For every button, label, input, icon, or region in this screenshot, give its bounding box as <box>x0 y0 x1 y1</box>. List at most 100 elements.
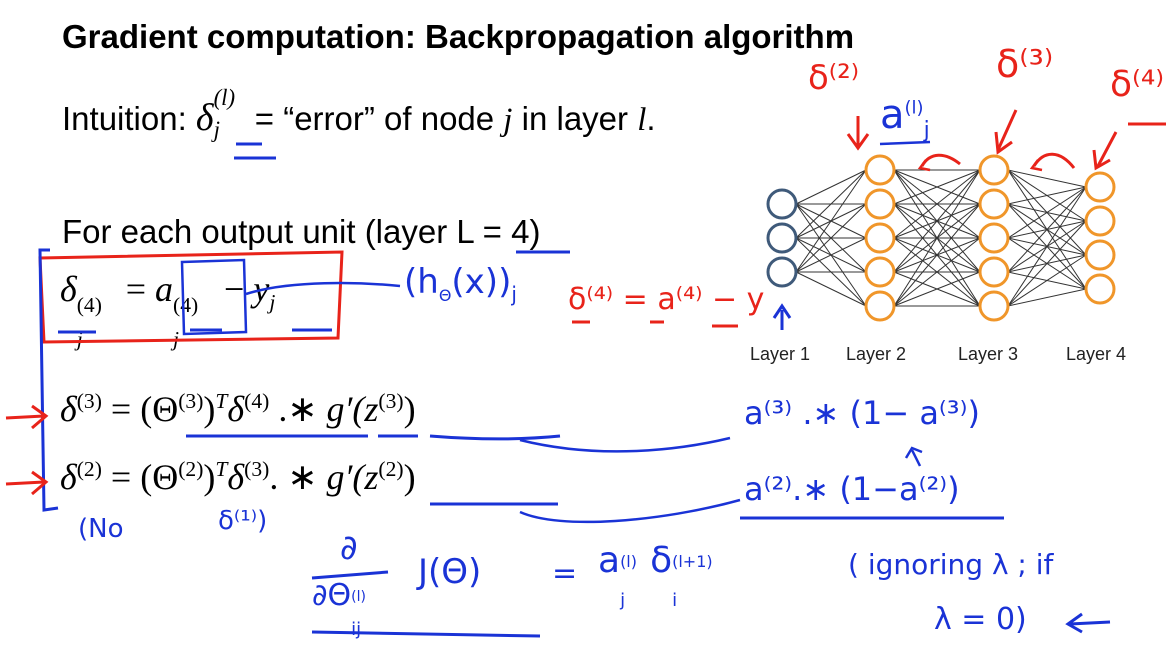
hand-blue-partial-numerator: ∂ <box>340 528 358 568</box>
network-node-layer3-unit4 <box>978 256 1010 288</box>
hand-blue-activation: a(l)j <box>880 92 930 143</box>
network-node-layer2-unit3 <box>864 222 896 254</box>
network-edge-3-3-2 <box>1007 220 1087 239</box>
network-edge-3-4-2 <box>1007 220 1087 273</box>
network-node-layer3-unit3 <box>978 222 1010 254</box>
hand-red-delta4: δ⁽⁴⁾ <box>1110 64 1165 105</box>
intuition-delta-symbol: δ(l)j <box>195 85 236 142</box>
network-edge-3-2-2 <box>1007 203 1087 222</box>
network-edge-1-1-1 <box>795 169 867 205</box>
network-edge-3-4-3 <box>1007 254 1087 273</box>
hand-blue-lambda-zero: λ = 0) <box>934 602 1027 637</box>
network-node-layer4-unit1 <box>1084 171 1116 203</box>
network-edge-1-2-4 <box>795 237 867 273</box>
network-edge-3-3-1 <box>1007 186 1087 239</box>
hand-red-delta3: δ⁽³⁾ <box>996 42 1054 86</box>
network-edge-1-2-1 <box>795 169 867 239</box>
network-edge-3-1-2 <box>1007 169 1087 222</box>
network-edge-3-5-3 <box>1007 254 1087 307</box>
network-node-layer4-unit2 <box>1084 205 1116 237</box>
network-edge-2-2-5 <box>893 203 981 307</box>
hand-blue-a2-derivative: a⁽²⁾.∗ (1−a⁽²⁾) <box>744 470 960 508</box>
network-edge-3-1-4 <box>1007 169 1087 290</box>
network-edge-2-2-3 <box>893 203 981 239</box>
network-edge-1-1-5 <box>795 203 867 307</box>
hand-red-output-error: δ⁽⁴⁾ = a⁽⁴⁾ − y <box>568 282 765 317</box>
hand-blue-equals: = <box>552 556 578 591</box>
equation-delta2: δ(2) = (Θ(2))Tδ(3). ∗ g′(z(2)) <box>60 457 416 497</box>
output-unit-line: For each output unit (layer L = 4) <box>62 213 541 250</box>
network-edge-2-5-2 <box>893 203 981 307</box>
network-node-layer2-unit1 <box>864 154 896 186</box>
network-edge-1-3-3 <box>795 237 867 273</box>
network-edge-2-4-1 <box>893 169 981 273</box>
network-edge-2-3-1 <box>893 169 981 239</box>
network-edge-3-4-1 <box>1007 186 1087 273</box>
network-edge-2-1-3 <box>893 169 981 239</box>
network-edge-2-4-2 <box>893 203 981 273</box>
network-edge-2-3-4 <box>893 237 981 273</box>
network-edge-1-3-1 <box>795 169 867 273</box>
network-edge-2-5-3 <box>893 237 981 307</box>
network-node-layer4-unit3 <box>1084 239 1116 271</box>
network-edge-3-2-1 <box>1007 186 1087 205</box>
network-edge-2-1-5 <box>893 169 981 307</box>
layer-label-2: Layer 2 <box>846 344 907 364</box>
network-edge-2-1-2 <box>893 169 981 205</box>
network-node-layer2-unit2 <box>864 188 896 220</box>
network-edge-1-3-2 <box>795 203 867 273</box>
network-edge-2-5-1 <box>893 169 981 307</box>
network-node-layer2-unit4 <box>864 256 896 288</box>
layer-label-3: Layer 3 <box>958 344 1019 364</box>
layer-label-4: Layer 4 <box>1066 344 1127 364</box>
network-edge-3-3-3 <box>1007 237 1087 256</box>
network-edge-3-5-4 <box>1007 288 1087 307</box>
slide-title: Gradient computation: Backpropagation al… <box>62 18 855 55</box>
network-edge-1-3-5 <box>795 271 867 307</box>
network-node-layer2-unit5 <box>864 290 896 322</box>
network-edge-1-2-5 <box>795 237 867 307</box>
hand-blue-cost: J(Θ) <box>418 552 482 592</box>
network-node-layer3-unit5 <box>978 290 1010 322</box>
network-edge-3-5-1 <box>1007 186 1087 307</box>
network-edge-1-1-4 <box>795 203 867 273</box>
network-edge-3-2-3 <box>1007 203 1087 256</box>
network-edge-3-1-1 <box>1007 169 1087 188</box>
network-edge-1-2-2 <box>795 203 867 239</box>
network-edge-2-2-1 <box>893 169 981 205</box>
network-edge-2-4-5 <box>893 271 981 307</box>
network-edge-3-2-4 <box>1007 203 1087 290</box>
intuition-lead: Intuition: <box>62 100 187 137</box>
network-node-layer1-unit1 <box>766 188 798 220</box>
network-edge-3-3-4 <box>1007 237 1087 290</box>
hand-blue-no: (No <box>78 514 124 544</box>
network-edge-2-3-2 <box>893 203 981 239</box>
network-edge-3-5-2 <box>1007 220 1087 307</box>
network-edge-2-5-4 <box>893 271 981 307</box>
hand-blue-a3-derivative: a⁽³⁾ .∗ (1− a⁽³⁾) <box>744 394 980 432</box>
hand-blue-ignoring-note: ( ignoring λ ; if <box>848 548 1054 581</box>
network-edge-2-4-3 <box>893 237 981 273</box>
intuition-line: Intuition: δ(l)j = “error” of node j in … <box>62 85 656 142</box>
hand-blue-hypothesis: (hΘ(x))j <box>404 262 517 306</box>
hand-blue-delta1: δ⁽¹⁾) <box>218 506 268 536</box>
network-edge-3-1-3 <box>1007 169 1087 256</box>
network-edge-2-2-4 <box>893 203 981 273</box>
hand-blue-partial-denominator: ∂Θ(l)ij <box>312 578 366 640</box>
network-edge-2-3-5 <box>893 237 981 307</box>
hand-red-delta2: δ⁽²⁾ <box>808 58 860 98</box>
left-bracket <box>38 248 59 512</box>
network-node-layer1-unit2 <box>766 222 798 254</box>
network-edge-1-1-3 <box>795 203 867 239</box>
network-node-layer3-unit2 <box>978 188 1010 220</box>
equation-delta4: δ(4)j = a(4)j − yj <box>60 269 276 351</box>
network-edge-3-4-4 <box>1007 271 1087 290</box>
network-node-layer1-unit3 <box>766 256 798 288</box>
network-node-layer4-unit4 <box>1084 273 1116 305</box>
network-node-layer3-unit1 <box>978 154 1010 186</box>
intuition-definition: = “error” of node j in layer l. <box>245 100 656 138</box>
network-edge-2-1-4 <box>893 169 981 273</box>
equation-delta3: δ(3) = (Θ(3))Tδ(4) .∗ g′(z(3)) <box>60 389 416 429</box>
